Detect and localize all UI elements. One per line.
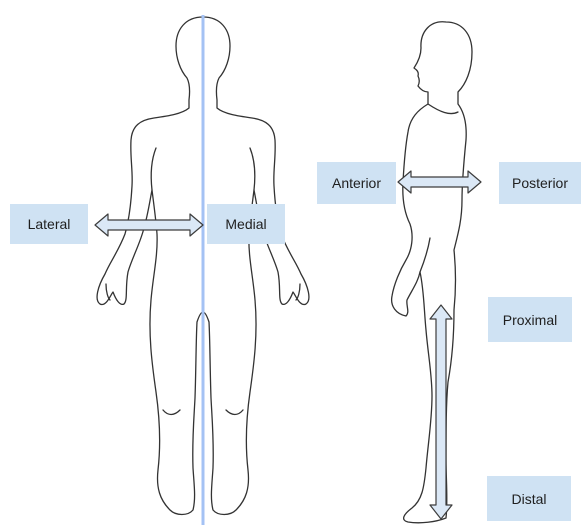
lateral-medial-arrow <box>95 214 203 236</box>
proximal-distal-arrow <box>430 305 452 519</box>
lateral-label: Lateral <box>10 204 88 244</box>
proximal-label: Proximal <box>488 297 572 342</box>
posterior-label: Posterior <box>499 162 581 204</box>
distal-label: Distal <box>487 476 571 521</box>
anterior-posterior-arrow <box>398 171 481 193</box>
anterior-label: Anterior <box>317 162 396 204</box>
medial-label: Medial <box>207 204 285 244</box>
side-body-figure <box>392 22 472 523</box>
